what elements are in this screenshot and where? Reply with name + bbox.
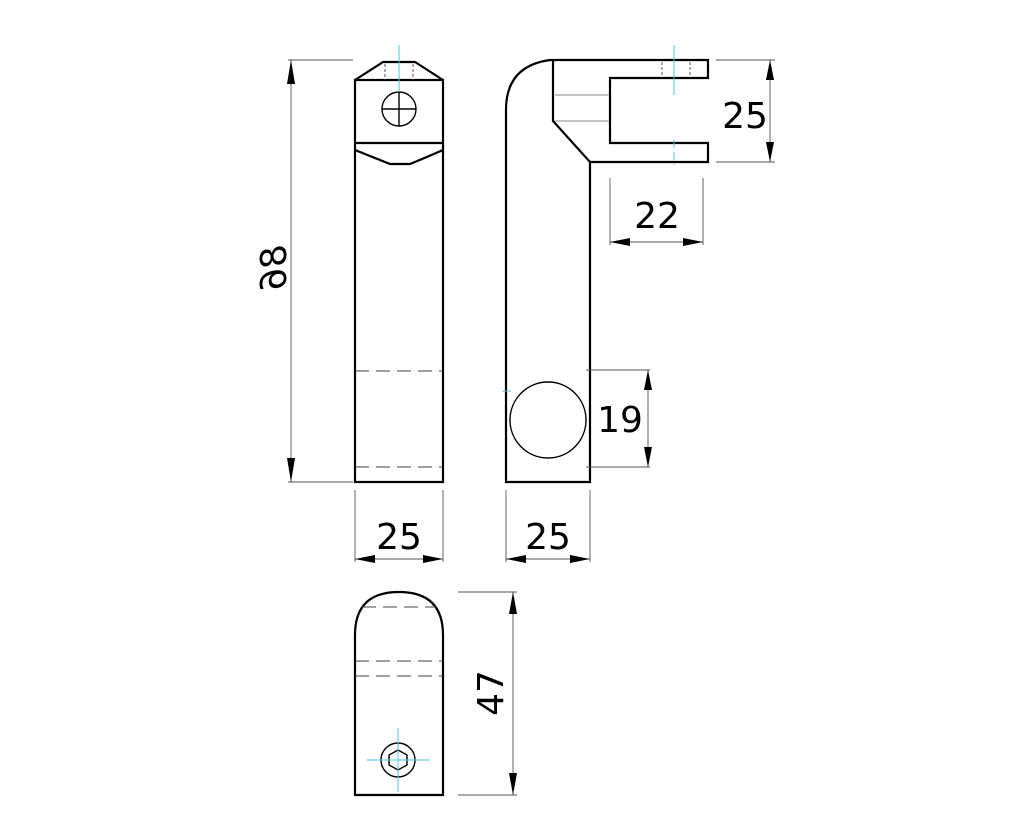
top-view-body: [353, 590, 445, 797]
dimension-top-length: 47: [458, 591, 517, 796]
dimension-slot-height: 25: [716, 59, 775, 163]
side-view-body: [504, 58, 710, 484]
dimension-front-height: 86: [254, 59, 353, 483]
top-view: [353, 590, 445, 797]
dimension-side-width: 25: [505, 490, 591, 563]
hole-circle: [509, 381, 587, 459]
front-view-body: [353, 78, 445, 484]
front-view: [353, 45, 445, 484]
dimension-label: 25: [722, 96, 768, 137]
dimension-label: 25: [376, 517, 422, 558]
dimension-label: 19: [597, 400, 643, 441]
dimension-front-width: 25: [354, 490, 444, 563]
dimension-label: 47: [471, 670, 512, 716]
side-view: [502, 45, 710, 484]
dimension-slot-depth: 22: [609, 178, 704, 246]
dimension-label: 86: [254, 245, 295, 291]
dimension-label: 22: [634, 196, 680, 237]
dimension-label: 25: [525, 517, 571, 558]
dimension-hole-diameter: 19: [586, 369, 652, 468]
